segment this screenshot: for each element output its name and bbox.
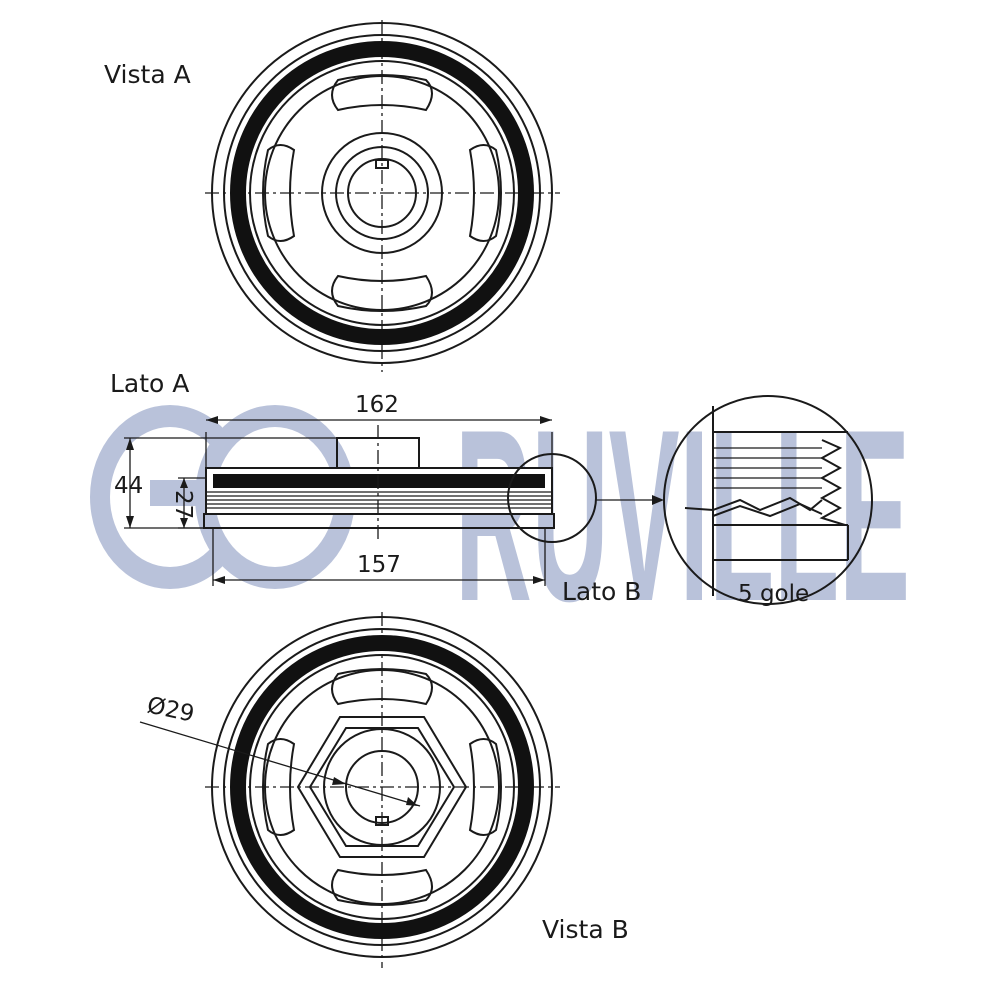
dim-pulley-height: 27 xyxy=(170,490,196,519)
dimension-bore: Ø29 xyxy=(139,692,421,807)
lato-a-side-view xyxy=(203,425,555,540)
label-vista-a: Vista A xyxy=(104,60,191,89)
dimension-27: 27 xyxy=(170,477,206,529)
label-5-gole: 5 gole xyxy=(738,581,809,607)
vista-b-view xyxy=(205,612,560,968)
pulley-grooves xyxy=(206,491,552,509)
vista-a-view xyxy=(205,20,560,372)
label-lato-a: Lato A xyxy=(110,369,189,398)
groove-detail-callout xyxy=(507,395,873,605)
dimension-162: 162 xyxy=(205,392,553,468)
label-vista-b: Vista B xyxy=(542,915,629,944)
dim-bore-diameter: Ø29 xyxy=(145,692,197,727)
dim-total-height: 44 xyxy=(114,473,143,499)
dim-outer-diameter: 162 xyxy=(355,392,399,418)
dim-pulley-diameter: 157 xyxy=(357,552,401,578)
label-lato-b: Lato B xyxy=(562,577,641,606)
dimension-44: 44 xyxy=(114,437,337,529)
dimension-157: 157 xyxy=(212,528,546,586)
